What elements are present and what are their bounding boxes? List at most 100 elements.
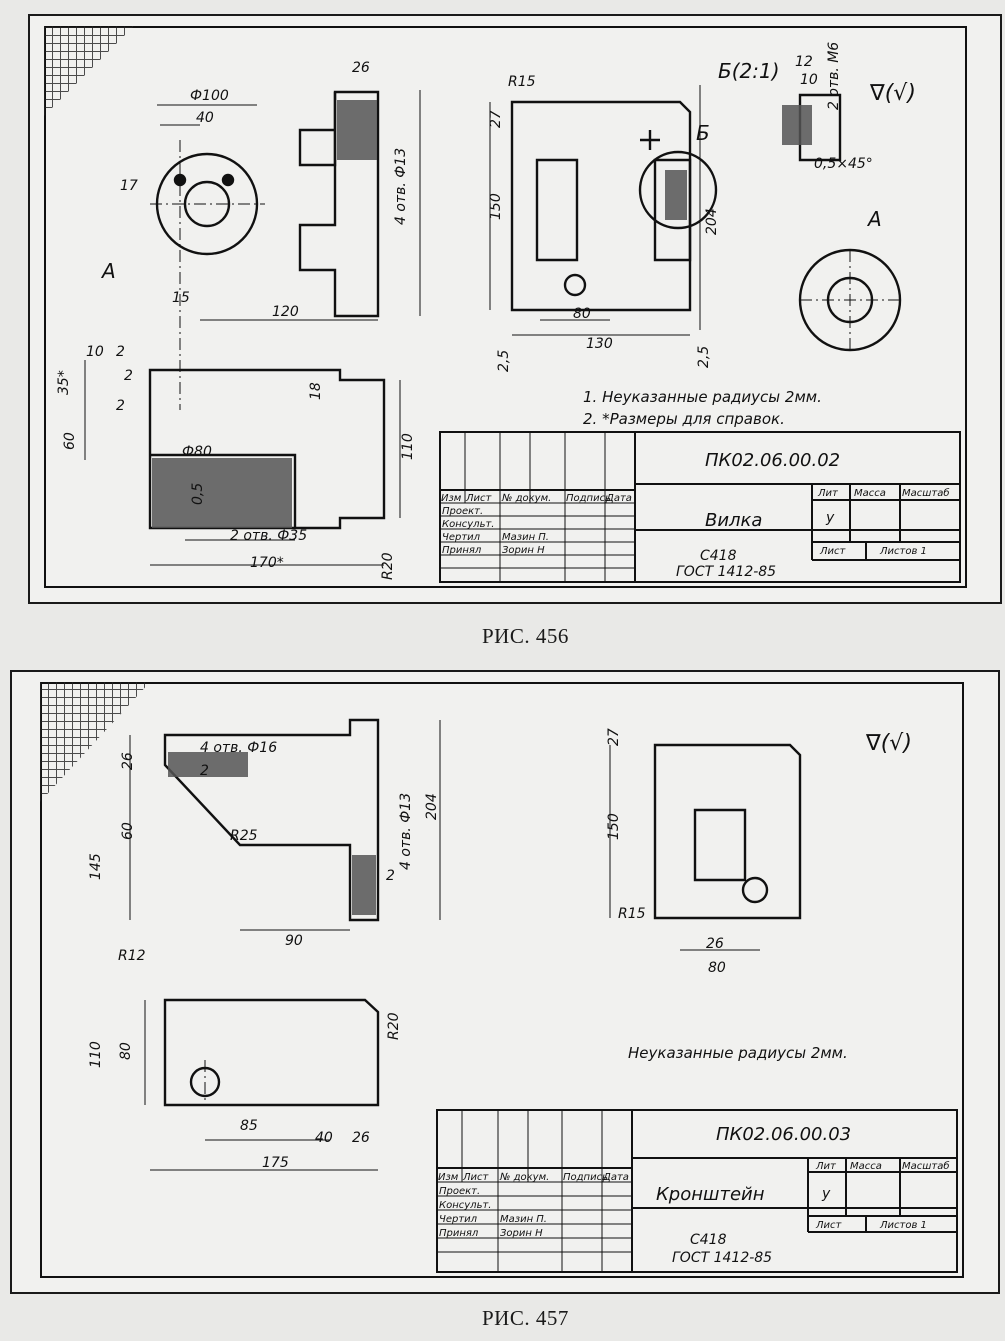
part-name: Кронштейн (656, 1184, 765, 1205)
dim-text: R20 (386, 1012, 402, 1040)
tb-header: Изм (438, 1172, 459, 1183)
tb-row: Чертил (442, 532, 481, 543)
dim-text: 26 (706, 936, 724, 952)
dim-text: 27 (488, 110, 504, 128)
dim-text: 17 (120, 178, 138, 194)
tb-sheet: Лист (819, 546, 847, 557)
figure-caption-456: РИС. 456 (482, 624, 569, 648)
figure-caption-457: РИС. 457 (482, 1306, 569, 1330)
dim-text: 12 (795, 54, 813, 70)
material-line-1: С418 (690, 1232, 727, 1248)
dim-text: 10 (86, 344, 104, 360)
roughness-symbol: ∇(√) (865, 731, 912, 756)
dim-text: 2 отв. М6 (826, 42, 842, 110)
dim-text: 80 (708, 960, 726, 976)
dim-text: 40 (315, 1130, 333, 1146)
doc-code: ПК02.06.00.03 (716, 1124, 851, 1145)
tb-header: № докум. (499, 1172, 549, 1183)
roughness-symbol: ∇(√) (869, 81, 916, 106)
dim-text: R15 (618, 906, 646, 922)
tb-header: Лист (462, 1172, 490, 1183)
dim-text: 2 (116, 344, 125, 360)
dim-text: 204 (424, 793, 440, 820)
tb-header: Подпись (563, 1172, 608, 1183)
dim-text: 170* (250, 555, 284, 571)
section-b-label: Б (696, 121, 710, 145)
dim-text: 4 отв. Ф13 (398, 793, 414, 870)
dim-text: 120 (272, 304, 299, 320)
tb-header: № докум. (501, 493, 551, 504)
note-1: 1. Неуказанные радиусы 2мм. (583, 388, 822, 406)
tb-row: Чертил (439, 1214, 478, 1225)
tb-mass: Масса (854, 488, 886, 499)
dim-text: 26 (352, 1130, 370, 1146)
dim-text: 110 (400, 433, 416, 460)
dim-text: 2 (124, 368, 133, 384)
dim-text: 26 (120, 752, 136, 770)
dim-text: 150 (488, 193, 504, 220)
tb-scale: Масштаб (902, 487, 950, 499)
tb-row: Проект. (439, 1186, 480, 1197)
tb-mass: Масса (850, 1161, 882, 1172)
tb-row: Принял (439, 1228, 479, 1239)
dim-text: 0,5 (190, 483, 206, 505)
tb-scale: Масштаб (902, 1160, 950, 1172)
dim-text: 0,5×45° (814, 156, 873, 172)
dim-text: 2,5 (696, 346, 712, 368)
doc-code: ПК02.06.00.02 (705, 450, 840, 471)
dim-text: 35* (56, 370, 72, 395)
tb-row: Принял (442, 545, 482, 556)
tb-sheet: Лист (815, 1220, 843, 1231)
dim-text: 150 (606, 813, 622, 840)
dim-text: 4 отв. Ф16 (200, 740, 277, 756)
dim-text: 2 (386, 868, 395, 884)
dim-text: 60 (120, 822, 136, 840)
tb-sheets: Листов 1 (879, 1220, 927, 1231)
tb-drawn-by: Мазин П. (502, 532, 549, 543)
dim-text: 85 (240, 1118, 258, 1134)
dim-text: Ф80 (182, 444, 212, 460)
dim-text: 90 (285, 933, 303, 949)
tb-lit-value: у (821, 1186, 831, 1202)
dim-text: 145 (88, 853, 104, 880)
material-line-2: ГОСТ 1412-85 (672, 1250, 772, 1266)
tb-row: Проект. (442, 506, 483, 517)
view-b-label: Б(2:1) (718, 59, 780, 83)
dim-text: 60 (62, 432, 78, 450)
dim-text: 175 (262, 1155, 289, 1171)
part-name: Вилка (705, 510, 762, 531)
tb-lit: Лит (817, 488, 839, 499)
tb-lit-value: у (825, 510, 835, 526)
dim-text: 15 (172, 290, 190, 306)
drawing-frame (44, 26, 967, 588)
tb-sheets: Листов 1 (879, 546, 927, 557)
dim-text: 2,5 (496, 350, 512, 372)
tb-checked-by: Зорин Н (500, 1228, 543, 1239)
dim-text: 2 (200, 763, 209, 779)
tb-lit: Лит (815, 1161, 837, 1172)
dim-text: 130 (586, 336, 613, 352)
tb-checked-by: Зорин Н (502, 545, 545, 556)
tb-drawn-by: Мазин П. (500, 1214, 547, 1225)
tb-header: Подпись (566, 493, 611, 504)
tb-header: Дата (602, 1172, 629, 1183)
dim-text: 4 отв. Ф13 (393, 148, 409, 225)
dim-text: Ф100 (190, 88, 229, 104)
dim-text: 40 (196, 110, 214, 126)
dim-text: 27 (606, 728, 622, 746)
dim-text: 204 (704, 208, 720, 235)
view-a-label: А (866, 207, 882, 231)
view-a-arrow-label: А (100, 259, 116, 283)
dim-text: R12 (118, 948, 146, 964)
material-line-1: С418 (700, 548, 737, 564)
dim-text: 18 (308, 382, 324, 400)
material-line-2: ГОСТ 1412-85 (676, 564, 776, 580)
tb-row: Консульт. (439, 1200, 491, 1211)
dim-text: 80 (118, 1042, 134, 1060)
dim-text: R15 (508, 74, 536, 90)
dim-text: 26 (352, 60, 370, 76)
dim-text: 110 (88, 1041, 104, 1068)
dim-text: R20 (380, 552, 396, 580)
tb-header: Дата (605, 493, 632, 504)
